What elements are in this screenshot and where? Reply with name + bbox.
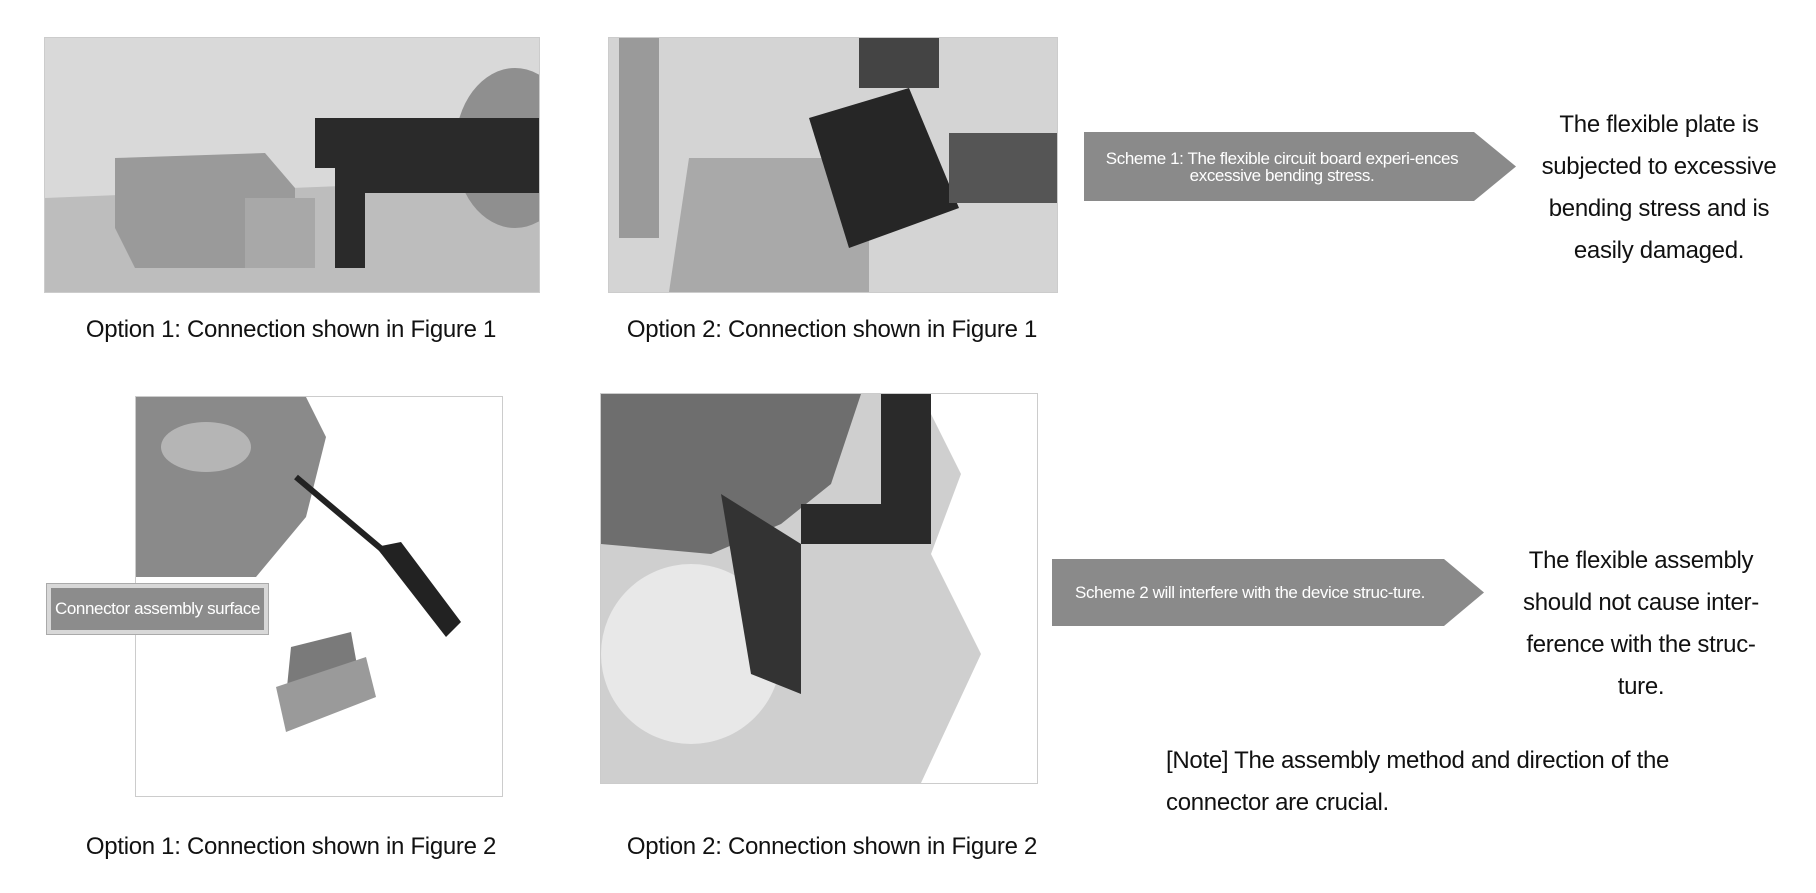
figure-option1-fig2 [135,396,503,797]
figure-option2-fig2 [600,393,1038,784]
scheme1-arrow-text: Scheme 1: The flexible circuit board exp… [1105,148,1459,185]
scheme2-conclusion: The flexible assembly should not cause i… [1523,547,1759,700]
figure-option1-fig1 [44,37,540,293]
scheme1-conclusion: The flexible plate is subjected to exces… [1541,111,1777,264]
caption-option2-figure2: Option 2: Connection shown in Figure 2 [626,833,1038,860]
caption-option2-figure1: Option 2: Connection shown in Figure 1 [626,316,1038,343]
assembly-note: [Note] The assembly method and direction… [1166,747,1670,816]
connector-assembly-surface-label: Connector assembly surface [46,583,269,635]
scheme2-arrow: Scheme 2 will interfere with the device … [1052,559,1484,626]
figure-option2-fig1 [608,37,1058,293]
scheme1-arrow: Scheme 1: The flexible circuit board exp… [1084,132,1516,201]
scheme2-arrow-text: Scheme 2 will interfere with the device … [1075,583,1425,602]
caption-option1-figure2: Option 1: Connection shown in Figure 2 [85,833,497,860]
caption-option1-figure1: Option 1: Connection shown in Figure 1 [85,316,497,343]
